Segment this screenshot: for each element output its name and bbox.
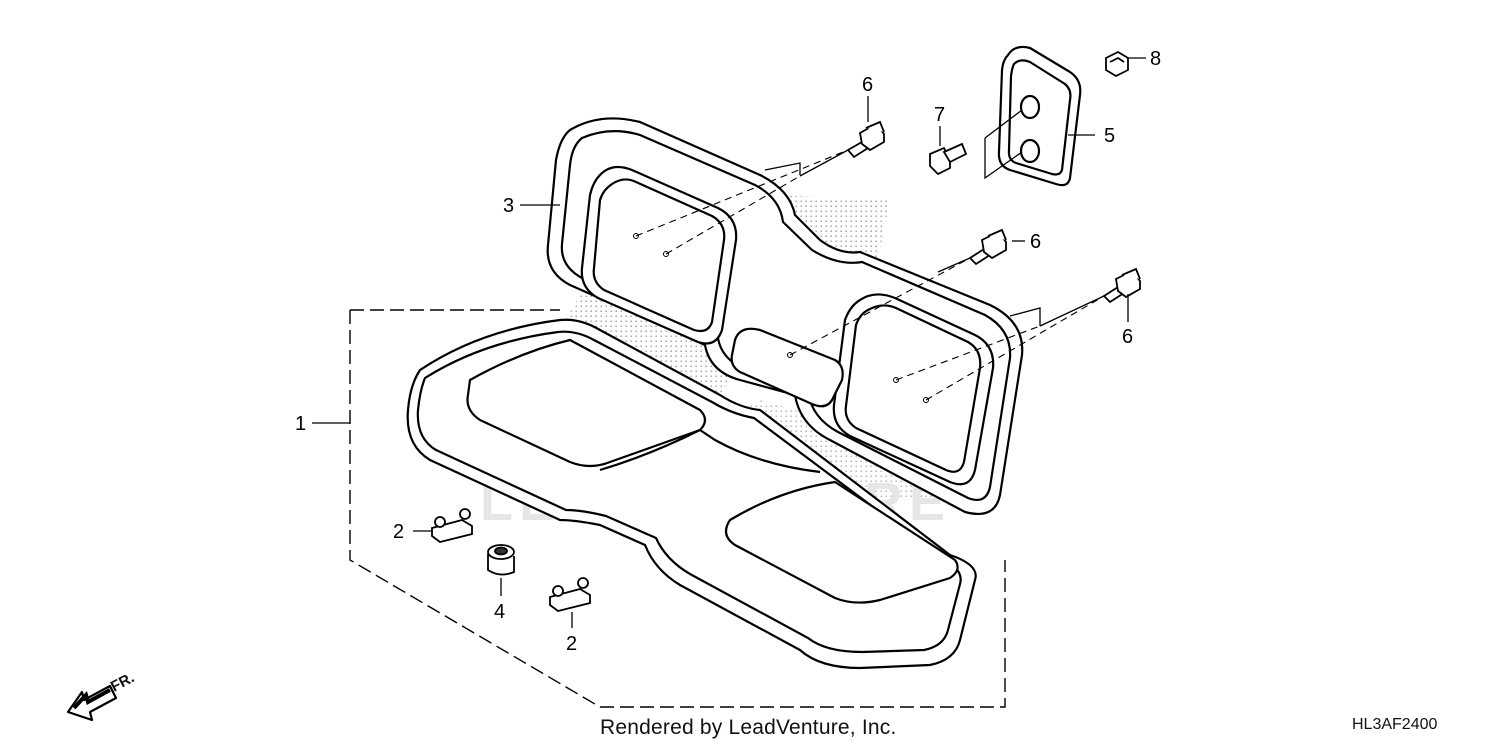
callout-1: 1	[295, 413, 306, 435]
seat-assembly-bracket	[349, 309, 1006, 708]
clip-part-2b[interactable]	[549, 577, 591, 612]
backrest-hole-markers	[633, 233, 929, 403]
callout-7: 7	[934, 104, 945, 126]
bolt-part-6a[interactable]	[846, 120, 885, 159]
grommet-part-4[interactable]	[487, 544, 515, 576]
callout-4: 4	[494, 601, 505, 623]
front-direction-arrow: FR.	[66, 669, 137, 722]
clip-part-2a[interactable]	[431, 508, 473, 543]
callout-6b: 6	[1030, 231, 1041, 253]
render-credit: Rendered by LeadVenture, Inc.	[600, 716, 897, 739]
bolt-part-6c[interactable]	[1102, 267, 1141, 304]
callout-6c: 6	[1122, 326, 1133, 348]
backrest-part[interactable]	[546, 117, 1024, 516]
bolt-part-6b[interactable]	[968, 228, 1007, 266]
bracket-part[interactable]	[997, 45, 1082, 187]
callout-2b: 2	[566, 633, 577, 655]
diagram-code: HL3AF2400	[1352, 716, 1438, 733]
callout-6a: 6	[862, 74, 873, 96]
callout-8: 8	[1150, 48, 1161, 70]
callout-5: 5	[1104, 125, 1115, 147]
dashed-bolt-paths	[635, 149, 1105, 401]
leader-lines	[312, 57, 1146, 628]
bolt-part-7[interactable]	[929, 142, 968, 176]
nut-part-8[interactable]	[1105, 50, 1129, 78]
callout-2a: 2	[393, 521, 404, 543]
seat-cushion-part[interactable]	[406, 318, 977, 670]
callout-3: 3	[503, 195, 514, 217]
